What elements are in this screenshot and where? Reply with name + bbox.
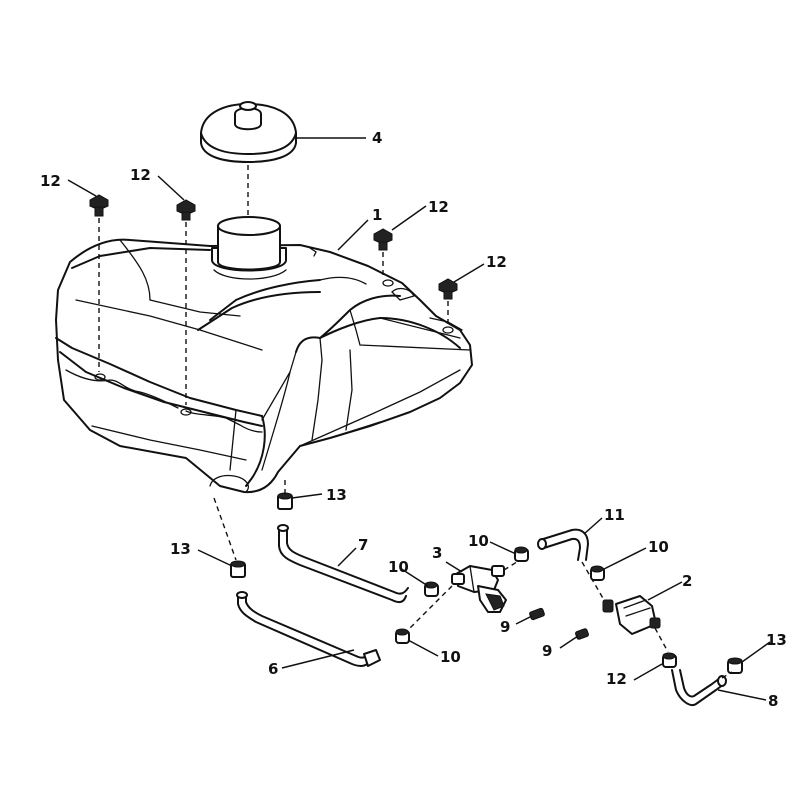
screw-9-upper (529, 607, 545, 621)
callout-1: 1 (372, 206, 382, 224)
callout-12-left: 12 (40, 172, 61, 190)
callout-12-center: 12 (130, 166, 151, 184)
callout-10-b: 10 (468, 532, 489, 550)
callout-labels: 4 1 12 12 12 12 13 13 7 10 3 10 11 10 2 … (40, 129, 787, 710)
screw-9-lower (575, 628, 589, 640)
callout-9-upper: 9 (500, 618, 510, 636)
clamp-10-d (590, 565, 605, 581)
callout-11: 11 (604, 506, 625, 524)
callout-10-a: 10 (388, 558, 409, 576)
fuel-valve-3 (451, 565, 507, 613)
clamp-13-right (727, 657, 743, 674)
callout-9-lower: 9 (542, 642, 552, 660)
callout-7: 7 (358, 536, 368, 554)
fuel-hose-8 (671, 669, 727, 706)
clamp-13-right-alignment (721, 671, 733, 679)
clamp-13-left (230, 560, 246, 578)
clamp-10-e (662, 652, 677, 668)
screw-12-right-lower (438, 278, 458, 300)
screw-12-right-upper (373, 228, 393, 251)
valve-alignment-lower (403, 585, 453, 635)
callout-10-c: 10 (440, 648, 461, 666)
callout-10-d: 10 (648, 538, 669, 556)
callout-12-right-lower: 12 (486, 253, 507, 271)
callout-13-center: 13 (326, 486, 347, 504)
clamp-10-a (424, 581, 439, 597)
callout-13-right: 13 (766, 631, 787, 649)
fuel-filter-2 (602, 595, 661, 635)
hose-11-alignment (581, 561, 605, 601)
callout-3: 3 (432, 544, 442, 562)
fuel-hose-6 (236, 591, 381, 667)
fuel-tank (55, 216, 473, 494)
clamp-10-b (514, 546, 529, 562)
callout-8: 8 (768, 692, 778, 710)
callout-6: 6 (268, 660, 278, 678)
fuel-cap (200, 101, 297, 163)
valve-alignment-upper (503, 559, 521, 571)
callout-4: 4 (372, 129, 382, 147)
leader-lines (67, 137, 771, 701)
callout-12-right-upper: 12 (428, 198, 449, 216)
callout-2: 2 (682, 572, 692, 590)
callout-13-left: 13 (170, 540, 191, 558)
fuel-hose-7 (277, 524, 409, 604)
screw-12-center (176, 199, 196, 221)
clamp-10-c (395, 628, 410, 644)
screw-12-left (89, 194, 109, 217)
callout-10-e: 12 (606, 670, 627, 688)
fuel-hose-11 (537, 528, 589, 561)
clamp-13-center (277, 492, 293, 510)
filter-alignment (654, 627, 669, 653)
clamp-13-left-alignment (213, 497, 237, 561)
